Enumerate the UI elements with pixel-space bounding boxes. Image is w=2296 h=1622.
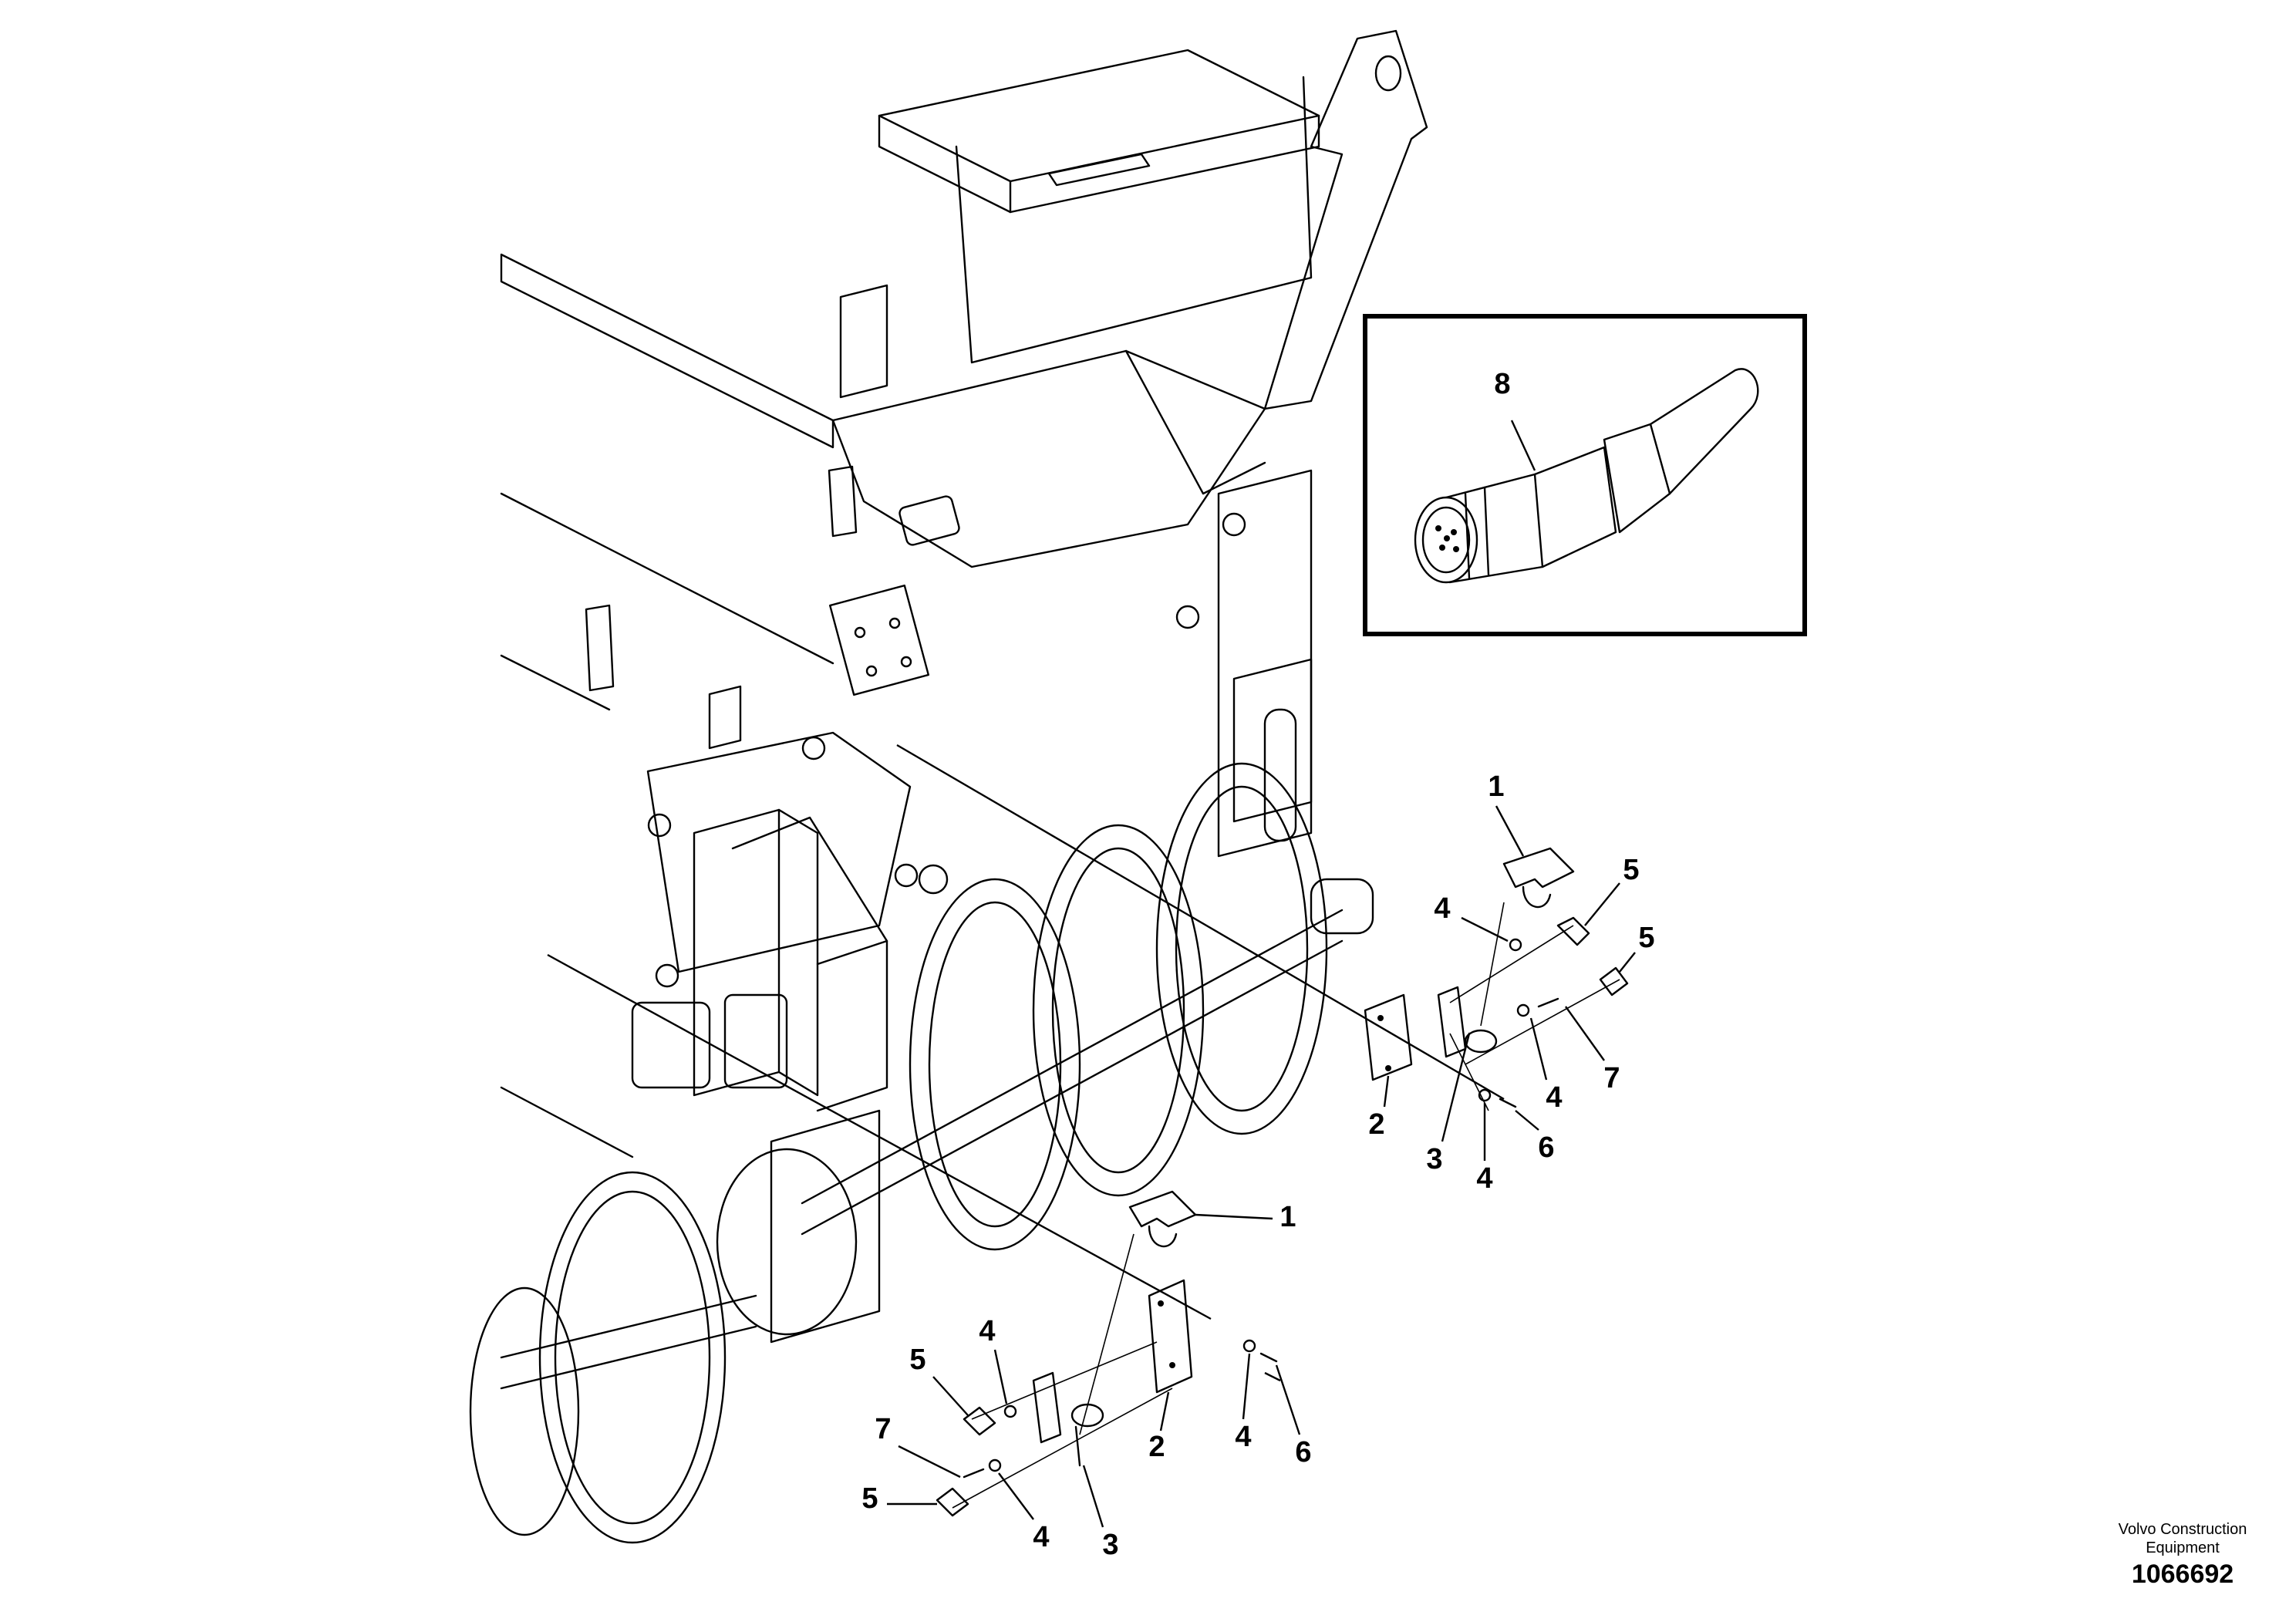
callout-2-upper: 2 (1368, 1108, 1384, 1141)
figure-number: 1066692 (2131, 1560, 2234, 1589)
company-name-line2: Equipment (2146, 1539, 2220, 1556)
callout-6-upper: 6 (1538, 1131, 1554, 1164)
company-name-line1: Volvo Construction (2118, 1521, 2247, 1538)
callout-6-lower: 6 (1295, 1436, 1311, 1469)
lower-assembly (936, 1190, 1278, 1517)
machine-frame (500, 29, 1428, 1158)
callout-4-lower-c: 4 (1235, 1421, 1251, 1453)
callout-labels: 1 4 5 5 2 3 4 7 4 6 1 4 5 7 5 4 3 2 (861, 368, 1654, 1561)
callout-4-lower-b: 4 (1033, 1521, 1049, 1553)
callout-4-lower-a: 4 (979, 1315, 995, 1347)
connector-plug-icon (1414, 368, 1759, 584)
upper-assembly (1364, 847, 1629, 1111)
callout-1-upper: 1 (1488, 771, 1504, 803)
callout-5-upper-a: 5 (1623, 854, 1639, 886)
callout-7-lower: 7 (875, 1413, 891, 1445)
callout-2-lower: 2 (1148, 1431, 1165, 1463)
callout-5-upper-b: 5 (1638, 922, 1654, 954)
bolts (647, 512, 1246, 988)
callout-1-lower: 1 (1279, 1201, 1296, 1233)
callout-5-lower-a: 5 (909, 1344, 925, 1376)
callout-3-upper: 3 (1426, 1143, 1442, 1175)
callout-3-lower: 3 (1102, 1529, 1118, 1561)
callout-4-upper-b: 4 (1546, 1081, 1562, 1114)
callout-4-upper-a: 4 (1434, 892, 1450, 925)
leader-lines (547, 744, 1505, 1382)
callout-7-upper: 7 (1603, 1062, 1620, 1094)
auger (469, 762, 1374, 1544)
callout-8-inset: 8 (1494, 368, 1510, 400)
callout-5-lower-b: 5 (861, 1482, 878, 1515)
callout-4-upper-c: 4 (1476, 1162, 1492, 1195)
inset-frame (1363, 314, 1807, 636)
